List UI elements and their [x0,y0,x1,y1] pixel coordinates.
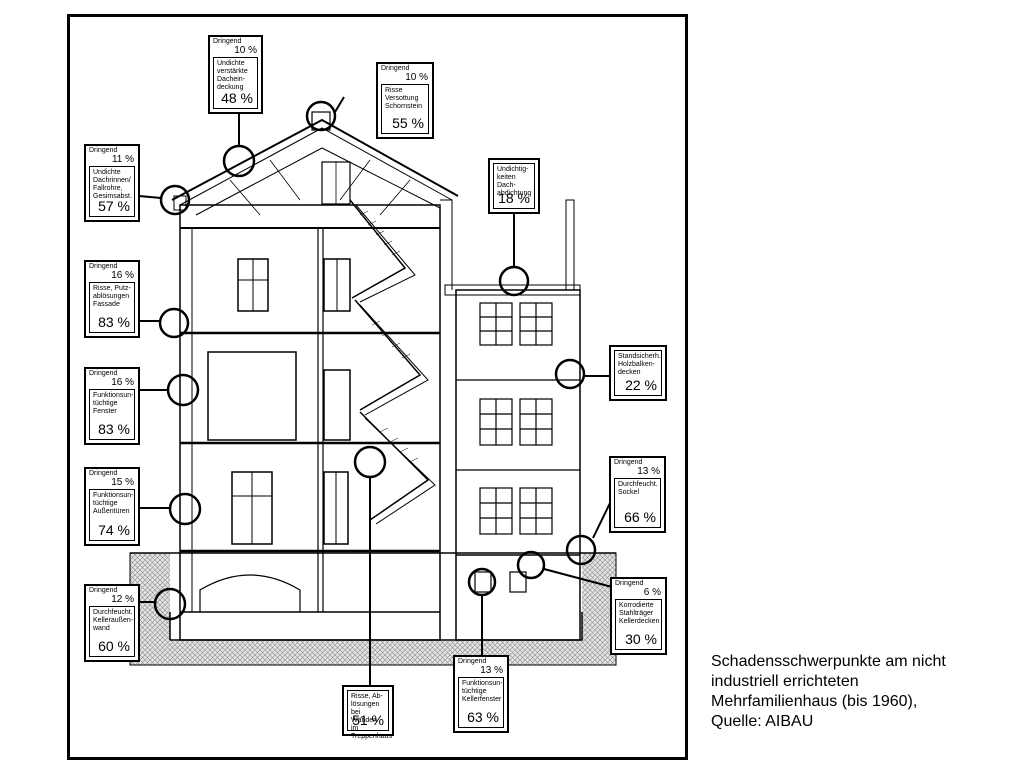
staircase [349,199,436,525]
damage-description: Durchfeucht. Sockel [618,481,658,496]
marker-exterior-doors [168,492,202,526]
side-building [440,199,581,641]
callout-body: Risse, Putz- ablösungen Fassade 83 % [89,282,135,333]
callout-chimney: Dringend 10 % Risse Versottung Schornste… [376,62,434,139]
urgent-label: Dringend [89,370,118,377]
callout-cellar-windows: Dringend 13 % Funktionsun- tüchtige Kell… [453,655,509,733]
urgent-percent: 11 % [111,154,134,165]
marker-base [565,534,597,566]
callout-cellar-walls: Dringend 12 % Durchfeucht. Kelleraußen- … [84,584,140,662]
damage-percent: 22 % [625,377,657,393]
figure-caption: Schadensschwerpunkte am nicht industriel… [711,653,946,730]
callout-cellar-ceilings: Dringend 6 % Korrodierte Stahlträger Kel… [610,577,667,655]
damage-percent: 83 % [98,421,130,437]
damage-description: Undichte Dachrinnen/ Fallrohre, Gesimsab… [93,169,132,200]
urgent-label: Dringend [213,38,242,45]
urgent-label: Dringend [89,263,118,270]
callout-body: Funktionsun- tüchtige Fenster 83 % [89,389,135,440]
damage-description: Risse, Ab- lösungen bei Wänden im Treppe… [351,693,392,740]
marker-timber-ceilings [554,358,586,390]
callout-body: Funktionsun- tüchtige Kellerfenster 63 % [458,677,504,728]
callout-stair-walls: Risse, Ab- lösungen bei Wänden im Treppe… [342,685,394,740]
damage-description: Durchfeucht. Kelleraußen- wand [93,609,134,632]
callout-body: Funktionsun- tüchtige Außentüren 74 % [89,489,135,541]
marker-chimney [305,100,337,132]
damage-percent: 83 % [98,314,130,330]
roof [171,111,459,216]
urgent-label: Dringend [458,658,487,665]
damage-percent: 74 % [98,522,130,538]
damage-description: Korrodierte Stahlträger Kellerdecken [619,602,660,625]
urgent-percent: 10 % [405,72,428,83]
damage-description: Funktionsun- tüchtige Kellerfenster [462,680,503,703]
marker-cellar-ceilings [516,550,546,580]
damage-percent: 30 % [625,631,657,647]
foundation [169,612,583,641]
urgent-percent: 10 % [234,45,257,56]
marker-cellar-walls [153,587,187,621]
marker-stair-walls [353,445,387,479]
damage-percent: 51 % [352,712,384,728]
damage-description: Funktionsun- tüchtige Außentüren [93,492,134,515]
damage-description: Funktionsun- tüchtige Fenster [93,392,134,415]
callout-exterior-doors: Dringend 15 % Funktionsun- tüchtige Auße… [84,467,140,546]
callout-timber-ceilings: Standsicherh. Holzbalken- decken 22 % [609,345,667,401]
damage-percent: 55 % [392,115,424,131]
damage-description: Undichte verstärkte Dachein- deckung [217,60,248,91]
damage-description: Undichtig- keiten Dach- abdichtung [497,166,532,197]
damage-percent: 60 % [98,638,130,654]
callout-body: Undichtig- keiten Dach- abdichtung 18 % [493,163,535,209]
damage-description: Standsicherh. Holzbalken- decken [618,353,661,376]
callout-gutters: Dringend 11 % Undichte Dachrinnen/ Fallr… [84,144,140,222]
damage-description: Risse Versottung Schornstein [385,87,422,110]
urgent-percent: 6 % [643,587,661,598]
marker-facade [158,307,190,339]
callout-base: Dringend 13 % Durchfeucht. Sockel 66 % [609,456,666,533]
damage-percent: 57 % [98,198,130,214]
callout-body: Risse Versottung Schornstein 55 % [381,84,429,134]
marker-gutters [159,184,191,216]
callout-body: Standsicherh. Holzbalken- decken 22 % [614,350,662,396]
callout-windows: Dringend 16 % Funktionsun- tüchtige Fens… [84,367,140,445]
marker-windows [166,373,200,407]
urgent-label: Dringend [615,580,644,587]
marker-roof-covering [222,144,256,178]
urgent-percent: 16 % [111,377,134,388]
callout-roof-covering: Dringend 10 % Undichte verstärkte Dachei… [208,35,263,114]
urgent-percent: 16 % [111,270,134,281]
callout-body: Korrodierte Stahlträger Kellerdecken 30 … [615,599,662,650]
marker-roof-seal [498,265,530,297]
main-building-windows [199,258,351,612]
callout-body: Risse, Ab- lösungen bei Wänden im Treppe… [347,690,392,740]
callout-body: Undichte Dachrinnen/ Fallrohre, Gesimsab… [89,166,135,217]
urgent-label: Dringend [89,147,118,154]
callout-roof-seal: Undichtig- keiten Dach- abdichtung 18 % [488,158,540,214]
urgent-percent: 15 % [111,477,134,488]
urgent-percent: 13 % [480,665,503,676]
urgent-percent: 13 % [637,466,660,477]
damage-description: Risse, Putz- ablösungen Fassade [93,285,131,308]
callout-body: Undichte verstärkte Dachein- deckung 48 … [213,57,258,109]
callout-body: Durchfeucht. Kelleraußen- wand 60 % [89,606,135,657]
damage-percent: 18 % [498,190,530,206]
damage-percent: 63 % [467,709,499,725]
urgent-label: Dringend [381,65,410,72]
urgent-label: Dringend [89,470,118,477]
callout-facade: Dringend 16 % Risse, Putz- ablösungen Fa… [84,260,140,338]
damage-percent: 48 % [221,90,253,106]
main-building [179,204,441,641]
urgent-label: Dringend [89,587,118,594]
urgent-label: Dringend [614,459,643,466]
callout-body: Durchfeucht. Sockel 66 % [614,478,661,528]
urgent-percent: 12 % [111,594,134,605]
damage-percent: 66 % [624,509,656,525]
leader-lines [138,96,613,685]
